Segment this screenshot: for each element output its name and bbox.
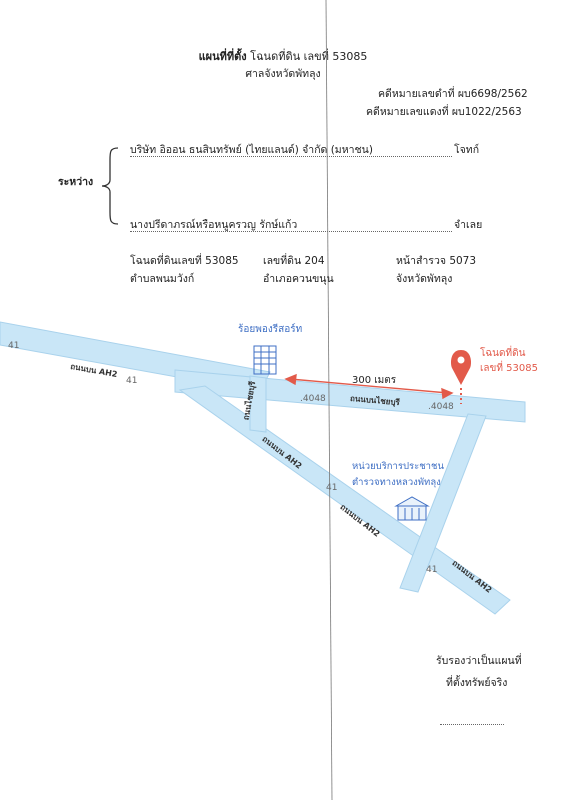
court-name: ศาลจังหวัดพัทลุง bbox=[245, 68, 321, 80]
signature-line bbox=[440, 724, 504, 725]
distance-arrow bbox=[284, 373, 454, 400]
black-case-number: คดีหมายเลขดำที่ ผบ6698/2562 bbox=[378, 88, 528, 100]
km-marker-4048: .4048 bbox=[300, 394, 326, 404]
land-number: เลขที่ดิน 204 bbox=[263, 255, 325, 267]
hotel-icon bbox=[253, 345, 277, 375]
survey-page: หน้าสำรวจ 5073 bbox=[396, 255, 477, 267]
brace-icon bbox=[101, 147, 119, 225]
distance-label: 300 เมตร bbox=[352, 375, 397, 386]
subdistrict: ตำบลพนมวังก์ bbox=[130, 273, 195, 285]
police-office-icon bbox=[394, 496, 430, 521]
certify-line-1: รับรองว่าเป็นแผนที่ bbox=[436, 655, 522, 667]
between-label: ระหว่าง bbox=[58, 176, 94, 188]
road-ah2-diagonal bbox=[178, 385, 511, 615]
district: อำเภอควนขนุน bbox=[263, 273, 334, 285]
title-bold: แผนที่ที่ตั้ง bbox=[198, 50, 247, 63]
km-marker-41: 41 bbox=[8, 341, 20, 351]
police-label-1: หน่วยบริการประชาชน bbox=[352, 461, 444, 472]
fold-line bbox=[325, 0, 333, 800]
hotel-label: ร้อยพองรีสอร์ท bbox=[238, 324, 303, 335]
location-pin-icon bbox=[450, 350, 472, 404]
km-marker-41: 41 bbox=[126, 376, 138, 386]
road-right-vertical bbox=[399, 413, 487, 593]
km-marker-41: 41 bbox=[326, 483, 338, 493]
plaintiff-role: โจทก์ bbox=[454, 144, 480, 156]
land-label-1: โฉนดที่ดิน bbox=[480, 348, 526, 359]
police-label-2: ตำรวจทางหลวงพัทลุง bbox=[352, 477, 441, 488]
plaintiff-name: บริษัท อิออน ธนสินทรัพย์ (ไทยแลนด์) จำกั… bbox=[130, 144, 373, 156]
defendant-name: นางปรีดาภรณ์หรือหนูครวญ รักษ์แก้ว bbox=[130, 219, 298, 231]
certify-line-2: ที่ตั้งทรัพย์จริง bbox=[446, 677, 508, 689]
deed-number: โฉนดที่ดินเลขที่ 53085 bbox=[130, 255, 239, 267]
title-deed: โฉนดที่ดิน เลขที่ 53085 bbox=[250, 50, 368, 63]
land-label-2: เลขที่ 53085 bbox=[480, 363, 538, 374]
red-case-number: คดีหมายเลขแดงที่ ผบ1022/2563 bbox=[366, 106, 522, 118]
road-side-branch bbox=[249, 375, 267, 433]
page-title: แผนที่ที่ตั้ง โฉนดที่ดิน เลขที่ 53085 bbox=[0, 50, 566, 63]
km-marker-41: 41 bbox=[426, 565, 438, 575]
defendant-role: จำเลย bbox=[454, 219, 483, 231]
province: จังหวัดพัทลุง bbox=[396, 273, 453, 285]
km-marker-4048: .4048 bbox=[428, 402, 454, 412]
